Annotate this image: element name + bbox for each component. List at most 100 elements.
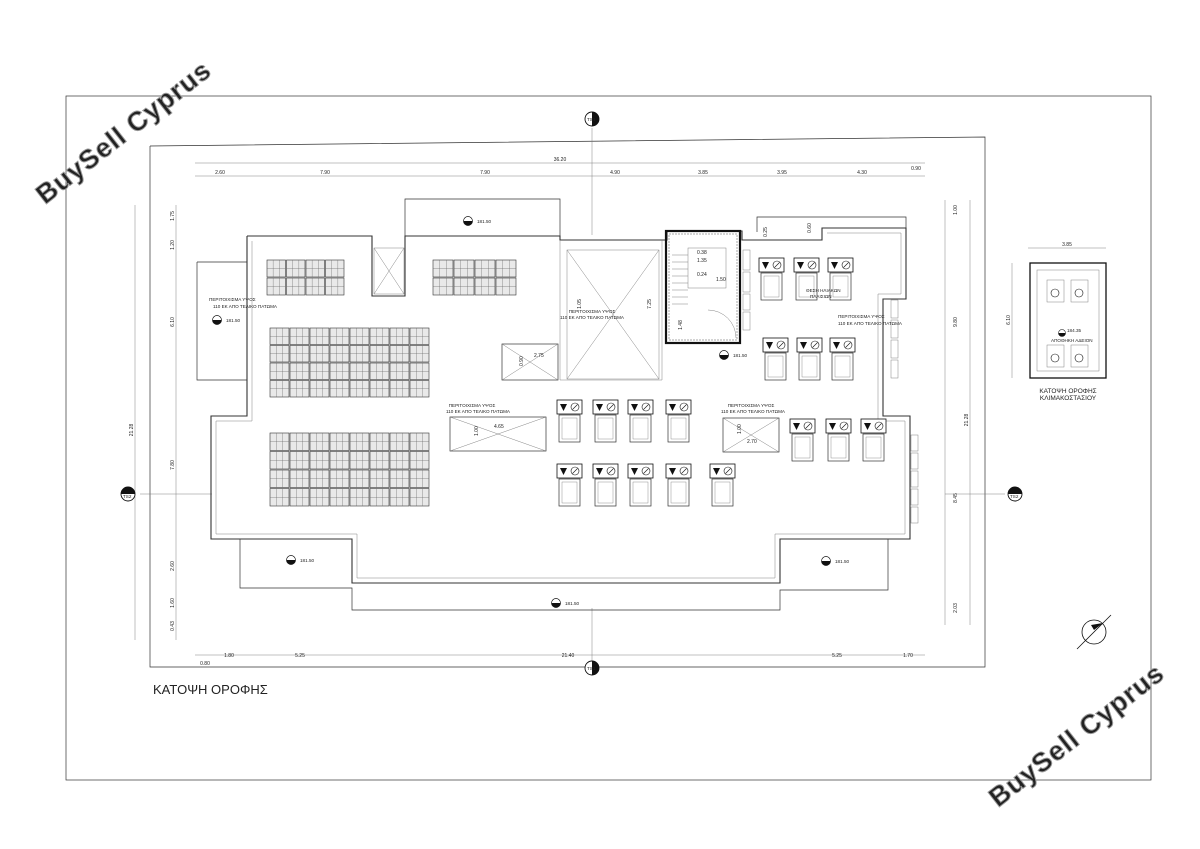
tank — [829, 337, 856, 353]
dim-bottom-1: 1.80 — [224, 653, 234, 659]
water-heater-unit — [627, 463, 654, 507]
void-cross — [373, 247, 405, 295]
tank-marker — [596, 404, 603, 411]
dimension-chain-right: 1.00 9.80 8.45 2.03 21.28 — [944, 200, 971, 625]
collector-inner — [767, 355, 784, 378]
tank-valve — [841, 260, 851, 270]
opening-dim: 4.65 — [494, 424, 504, 430]
tank-marker — [831, 262, 838, 269]
water-heater-unit — [556, 399, 583, 443]
inner-dim: 1.35 — [697, 258, 707, 264]
tank-valve — [606, 402, 616, 412]
dimension-chain-left: 21.28 1.75 1.20 6.10 7.80 2.60 1.60 0.43 — [129, 205, 177, 640]
tank-valve — [839, 421, 849, 431]
inner-dim: 0.24 — [697, 272, 707, 278]
water-heater-unit — [762, 337, 789, 381]
tank-valve — [570, 466, 580, 476]
water-heater-unit — [709, 463, 736, 507]
level-label: 181.50 — [477, 219, 491, 224]
inner-dim: 1.50 — [716, 277, 726, 283]
tank-marker — [833, 342, 840, 349]
dim-top-total: 36.20 — [554, 157, 567, 163]
section-marker-label: TS1 — [587, 666, 596, 671]
parapet-note: ΠΕΡΙΤΟΙΧΙΣΜΑ ΥΨΟΣ — [209, 297, 256, 302]
level-label: 181.50 — [300, 558, 314, 563]
tank-valve-line — [845, 342, 851, 348]
dimension-chain-bottom: 1.80 5.25 21.40 5.25 1.70 0.80 — [195, 653, 925, 667]
water-heater-unit — [860, 418, 887, 462]
collector-inner — [670, 481, 687, 504]
level-markers: 181.50 181.50 181.50 181.50 181.50 181.5… — [212, 216, 849, 608]
tank-valve-line — [843, 262, 849, 268]
solar-note: ΘΕΣΗ ΗΛΙΑΚΩΝ — [806, 288, 841, 293]
level-label: 184.35 — [1067, 328, 1081, 333]
dim-left-1: 1.75 — [170, 211, 176, 221]
collector — [594, 414, 617, 443]
water-heater-unit — [789, 418, 816, 462]
tank-valve-line — [643, 404, 649, 410]
dim-top-2: 7.90 — [320, 170, 330, 176]
collector-inner — [561, 417, 578, 440]
tank-marker — [766, 342, 773, 349]
stair-box-note: ΑΠΟΘΗΚΗ ΑΔΕΙΟΝ — [1051, 338, 1093, 343]
dim-left-4: 7.80 — [170, 460, 176, 470]
solar-panel-array — [269, 327, 430, 398]
parapet-note: ΠΕΡΙΤΟΙΧΙΣΜΑ ΥΨΟΣ — [728, 403, 775, 408]
dim-bottom-3: 5.25 — [832, 653, 842, 659]
tank-valve — [641, 466, 651, 476]
site-boundary — [149, 136, 986, 668]
collector — [667, 414, 690, 443]
water-heater-unit — [758, 257, 785, 301]
water-heater-unit — [665, 463, 692, 507]
tank-valve-line — [725, 468, 731, 474]
tank-marker — [800, 342, 807, 349]
parapet-notes: ΠΕΡΙΤΟΙΧΙΣΜΑ ΥΨΟΣ 110 ΕΚ ΑΠΟ ΤΕΛΙΚΟ ΠΑΤΩ… — [209, 288, 903, 326]
tank-valve-line — [608, 404, 614, 410]
stair-core-wall — [559, 240, 663, 381]
watermark-bottom-right: BuySell Cyprus — [983, 658, 1170, 813]
section-marker-right: TS2 — [1007, 486, 1023, 502]
tank-valve — [807, 260, 817, 270]
stair-box-dim-w: 3.85 — [1062, 242, 1072, 248]
tank — [825, 418, 852, 434]
tank — [627, 463, 654, 479]
parapet-wall — [210, 227, 911, 584]
solar-note: ΠΛΑΙΣΙΩΝ — [810, 294, 832, 299]
drawing-title: ΚΑΤΟΨΗ ΟΡΟΦΗΣ — [153, 682, 268, 697]
dim-top-7: 4.30 — [857, 170, 867, 176]
tank-valve — [679, 402, 689, 412]
dim-top-8: 0.90 — [911, 166, 921, 172]
tank-valve-line — [774, 262, 780, 268]
section-marker-top: TS1 — [584, 111, 600, 127]
collector-inner — [670, 417, 687, 440]
parapet-note: 110 ΕΚ ΑΠΟ ΤΕΛΙΚΟ ΠΑΤΩΜΑ — [446, 409, 511, 414]
tank-valve — [723, 466, 733, 476]
collector-inner — [830, 436, 847, 459]
tank-marker — [829, 423, 836, 430]
opening-3: 2.70 1.00 ΠΕΡΙΤΟΙΧΙΣΜΑ ΥΨΟΣ 110 ΕΚ ΑΠΟ Τ… — [721, 403, 786, 453]
dim-right-total: 21.28 — [964, 414, 970, 427]
section-lines — [140, 128, 1005, 663]
dim-right-3: 8.45 — [953, 493, 959, 503]
dim-left-7: 0.43 — [170, 621, 176, 631]
level-label: 181.50 — [226, 318, 240, 323]
parapet-note: ΠΕΡΙΤΟΙΧΙΣΜΑ ΥΨΟΣ — [569, 309, 616, 314]
water-heater-unit — [796, 337, 823, 381]
tank — [592, 463, 619, 479]
tank-valve-line — [643, 468, 649, 474]
water-heater-unit — [829, 337, 856, 381]
collector-inner — [794, 436, 811, 459]
tank-valve — [803, 421, 813, 431]
parapet-wall-inner — [215, 232, 906, 579]
stair-core: 0.38 1.35 0.24 1.50 1.48 0.25 0.60 — [664, 223, 813, 345]
section-marker-bottom: TS1 — [584, 660, 600, 676]
dim-top-3: 7.90 — [480, 170, 490, 176]
tank — [789, 418, 816, 434]
collector — [558, 478, 581, 507]
section-marker-left: TS2 — [120, 486, 136, 502]
tank — [665, 463, 692, 479]
collector — [764, 352, 787, 381]
roof-outline-outer — [196, 198, 907, 611]
tank-valve — [772, 260, 782, 270]
tank-marker — [713, 468, 720, 475]
